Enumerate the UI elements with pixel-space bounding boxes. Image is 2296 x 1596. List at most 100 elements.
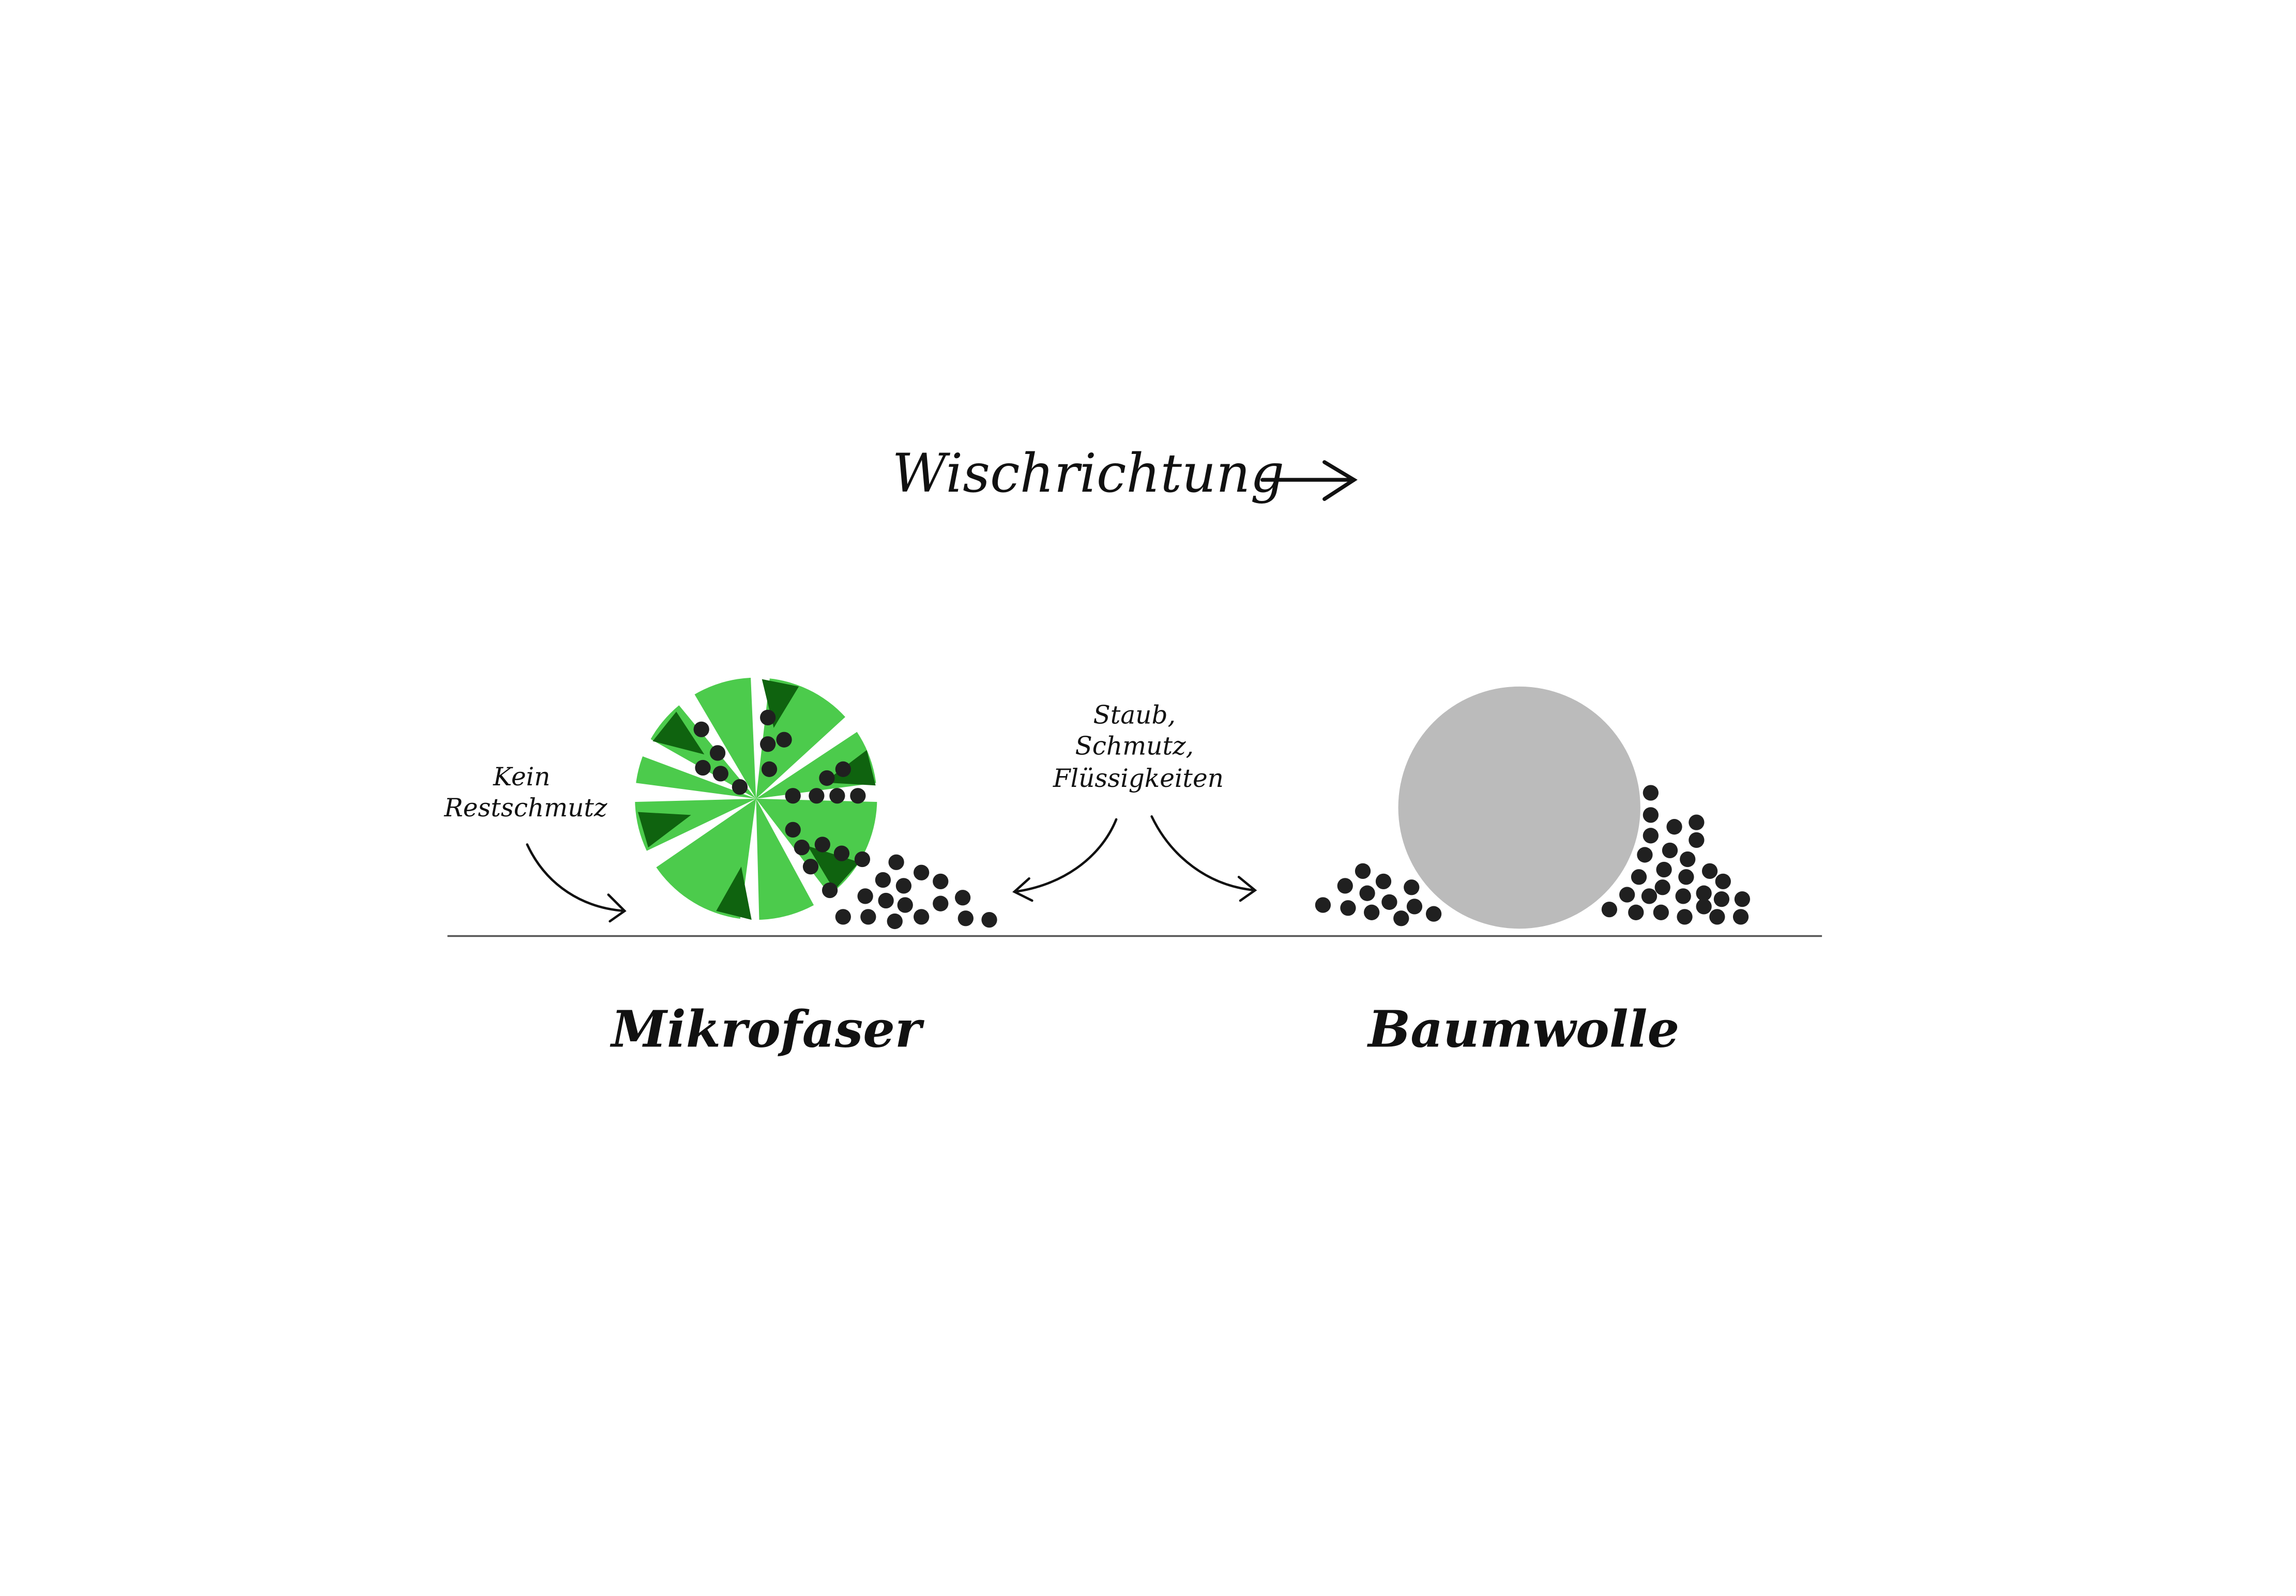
dirt-particle [1689,814,1705,830]
dirt-particle [1709,909,1725,925]
dirt-particle [760,709,776,726]
dirt-particle [1653,904,1669,920]
direction-label: Wischrichtung [892,443,1285,505]
dirt-particle [833,845,850,861]
dirt-particle [785,822,801,838]
dirt-particle [1393,910,1409,926]
dirt-particle [1689,832,1705,848]
dirt-particle [1662,842,1678,859]
dirt-particle [1381,894,1397,910]
dirt-particle [822,882,838,899]
dirt-particle [933,873,949,889]
fiber-gap [756,713,861,799]
fiber-gap [750,673,770,799]
dirt-particle [1637,847,1653,863]
dirt-particle [875,872,891,888]
dirt-particle [933,895,949,911]
dirt-particle [809,788,825,804]
dirt-particle [1678,869,1694,885]
dirt-particle [1355,863,1371,879]
dirt-particle [732,779,748,795]
fiber-gap [756,798,833,909]
dirt-particle [1601,901,1618,918]
dirt-particle [897,897,913,913]
dirt-particle [954,890,971,906]
dirt-particle [1641,888,1658,904]
fiber-hook [716,867,752,920]
dirt-particle [888,854,904,870]
dirt-particle [895,878,912,894]
dirt-particle [1654,879,1670,895]
dirt-particle [981,911,997,928]
dirt-particle [802,859,819,875]
dirt-particle [1340,900,1356,916]
fiber-gap [676,690,756,799]
microfiber-label: Mikrofaser [610,1000,925,1059]
microfiber-cloth [630,673,881,924]
dirt-particle [1701,863,1718,879]
dirt-particle [1675,888,1691,904]
dirt-particles [693,709,1751,930]
cotton-body [1398,686,1640,929]
dirt-particle [835,761,851,777]
dirt-particle [760,736,776,752]
dirt-particle [785,788,801,804]
dirt-particle [835,909,851,925]
dirt-particle [860,909,876,925]
cotton-label: Baumwolle [1366,1000,1679,1059]
dirt-particle [850,788,866,804]
dirt-particle [1656,861,1672,878]
dirt-particle [794,840,810,856]
dirt-particle [709,745,726,761]
dirt-particle [1732,909,1749,925]
dirt-particle [1364,904,1380,920]
dirt-particle [819,770,835,786]
dirt-particle [1315,897,1331,913]
dirt-particle [1696,899,1712,915]
dirt-particle [957,910,974,926]
dirt-particle [1359,885,1375,901]
dirt-particle [914,864,930,880]
dirt-particle [854,851,871,868]
dirt-particle [1631,869,1647,885]
fiber-gap [630,782,756,802]
dirt-particle [1715,873,1731,889]
curved-arrow-right-icon [1150,815,1257,902]
annotation-left: Kein Restschmutz [444,763,607,823]
dirt-particle [761,761,778,777]
dirt-particle [829,788,845,804]
annotation-center: Staub, Schmutz, Flüssigkeiten [1053,701,1224,793]
dirt-particle [1425,906,1442,922]
dirt-particle [1619,887,1635,903]
dirt-particle [1713,891,1730,907]
dirt-particle [1404,879,1420,895]
dirt-particle [1375,873,1392,889]
direction-arrow-icon [1260,460,1358,501]
dirt-particle [776,732,792,748]
dirt-particle [878,892,894,909]
dirt-particle [814,837,830,853]
dirt-particle [1337,878,1353,894]
dirt-particle [1734,891,1751,907]
dirt-particle [1406,899,1423,915]
dirt-particle [1643,828,1659,844]
dirt-particle [712,766,728,782]
dirt-particle [1628,904,1644,920]
dirt-particle [887,913,903,930]
fiber-hook [637,812,691,848]
dirt-particle [857,888,873,904]
fiber-hook [808,846,860,890]
dirt-particle [695,759,711,776]
fiber-gap [643,798,756,870]
dirt-particle [1643,785,1659,801]
fiber-hook [652,711,705,755]
dirt-particle [1666,819,1682,835]
curved-arrow-left-icon [1012,818,1118,902]
cotton-cloth [1398,686,1640,929]
dirt-particle [1680,851,1696,868]
dirt-particle [693,721,709,737]
dirt-particle [1643,807,1659,823]
dirt-particle [914,909,930,925]
dirt-particle [1677,909,1693,925]
